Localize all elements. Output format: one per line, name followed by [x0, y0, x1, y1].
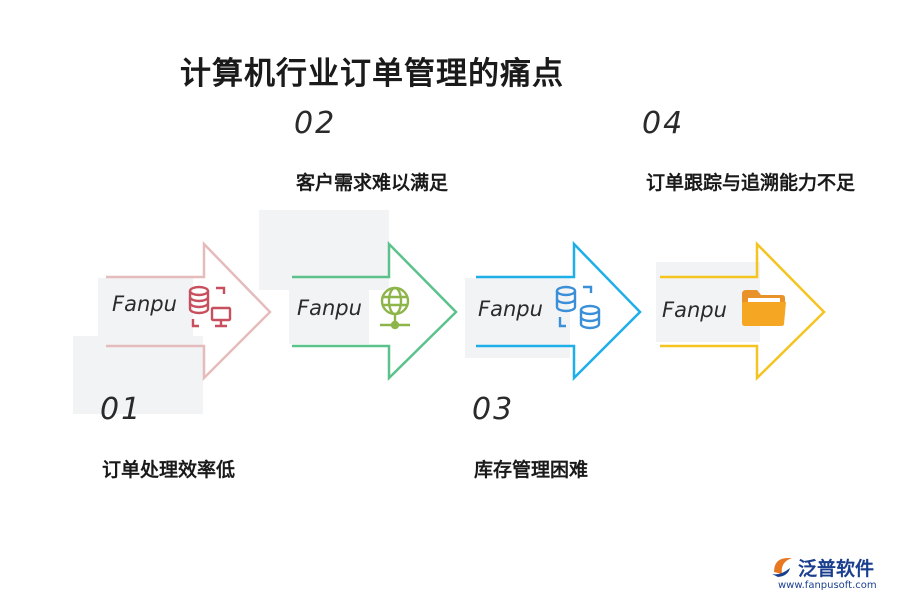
logo-mark-icon: [772, 558, 792, 577]
step-number: 02: [294, 106, 337, 141]
watermark-text: Fanpu: [478, 297, 543, 321]
step-label: 订单跟踪与追溯能力不足: [646, 172, 856, 194]
watermark-text: Fanpu: [662, 298, 727, 322]
watermark-text: Fanpu: [112, 292, 177, 316]
step-label: 客户需求难以满足: [296, 172, 449, 194]
arrow-step-1: [106, 240, 272, 382]
folder-icon: [742, 290, 786, 326]
step-label: 库存管理困难: [474, 459, 589, 481]
background-panel: [98, 278, 193, 336]
arrow-step-2: [292, 240, 458, 381]
background-panel: [73, 336, 203, 414]
arrow-step-3: [476, 240, 642, 382]
step-number: 01: [100, 392, 143, 427]
arrow-step-4: [660, 240, 826, 381]
step-number: 04: [642, 106, 685, 141]
brand-logo: 泛普软件 www.fanpusoft.com: [770, 554, 895, 598]
database-computer-icon: [188, 285, 232, 328]
logo-url: www.fanpusoft.com: [778, 580, 877, 591]
database-pair-icon: [555, 285, 601, 330]
watermark-text: Fanpu: [297, 296, 362, 320]
page-title: 计算机行业订单管理的痛点: [180, 56, 564, 92]
step-label: 订单处理效率低: [102, 459, 236, 481]
background-panel: [465, 278, 570, 358]
logo-name: 泛普软件: [798, 558, 875, 580]
globe-network-icon: [380, 286, 410, 330]
step-number: 03: [472, 392, 515, 427]
background-panel: [289, 288, 369, 344]
